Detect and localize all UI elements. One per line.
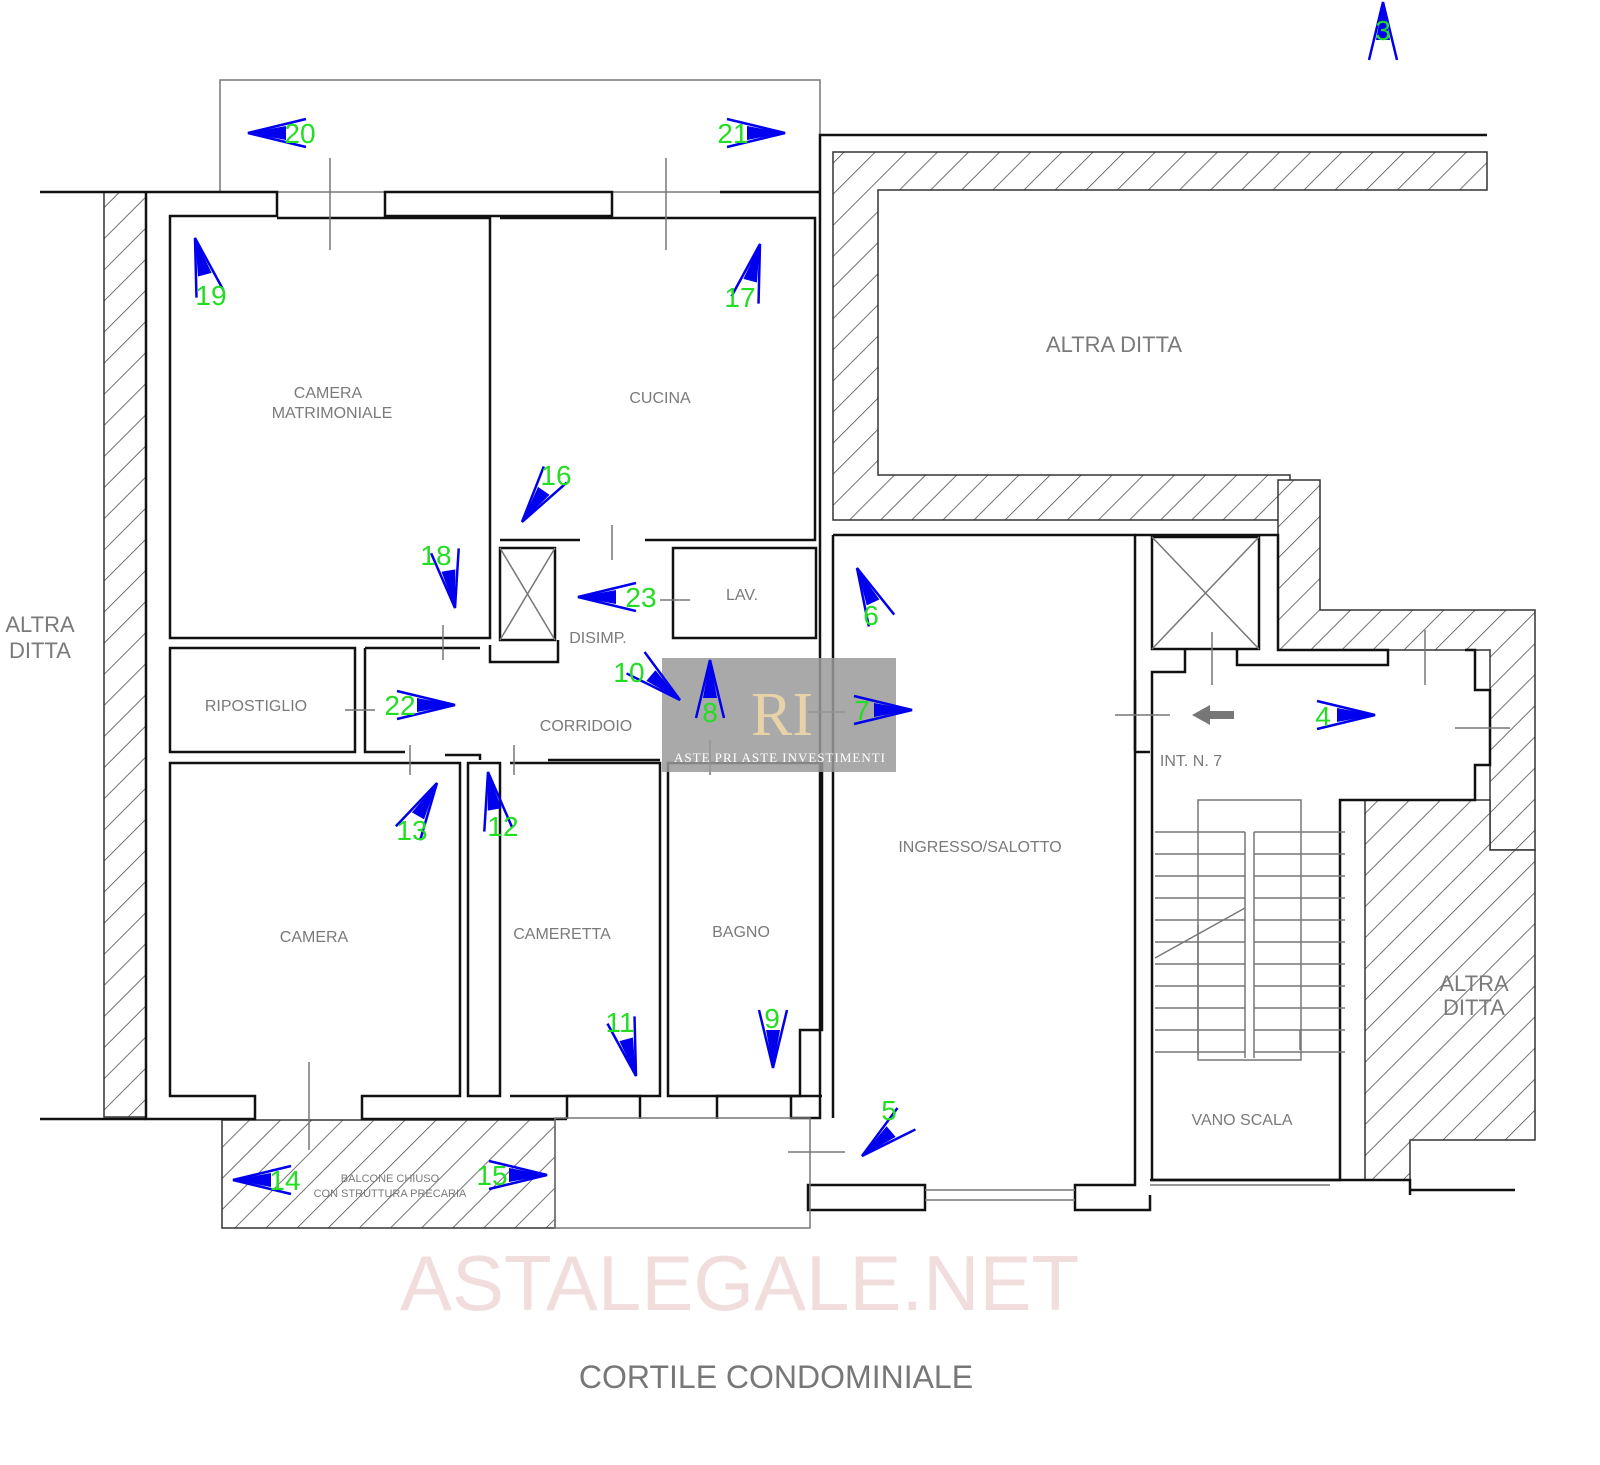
room-labels: CAMERA MATRIMONIALE CUCINA ALTRA DITTA A… — [5, 332, 1509, 1395]
camera-direction-icon — [857, 568, 880, 606]
photo-markers: 3 20 21 19 17 16 18 23 6 10 8 7 22 4 13 12 11 9 5 14 15 — [193, 1, 1399, 1196]
label-balcone-2: CON STRUTTURA PRECARIA — [314, 1188, 467, 1200]
camera-direction-icon — [195, 238, 212, 277]
photo-marker-number: 13 — [396, 815, 427, 846]
room-label-bagno: BAGNO — [712, 924, 770, 941]
photo-marker-number: 11 — [605, 1007, 634, 1038]
camera-direction-icon — [509, 1168, 547, 1182]
staircase — [1154, 705, 1345, 1061]
photo-marker-5: 5 — [860, 1095, 916, 1158]
photo-marker-number: 12 — [487, 811, 518, 842]
camera-direction-icon — [646, 670, 680, 700]
photo-marker-number: 5 — [881, 1095, 897, 1126]
label-altra-ditta-right: ALTRA — [1439, 971, 1509, 996]
label-altra-ditta-left: ALTRA — [5, 612, 75, 637]
camera-direction-icon — [487, 772, 502, 811]
photo-marker-19: 19 — [193, 237, 227, 311]
neighbor-walls — [103, 151, 1536, 1229]
camera-direction-icon — [248, 126, 286, 140]
photo-marker-20: 20 — [247, 117, 316, 149]
room-label-cucina: CUCINA — [629, 390, 691, 407]
camera-direction-icon — [619, 1037, 636, 1076]
label-balcone: BALCONE CHIUSO — [341, 1173, 440, 1185]
room-label-camera-matrimoniale-2: MATRIMONIALE — [272, 405, 393, 422]
arrow-icon — [1192, 705, 1234, 725]
photo-marker-15: 15 — [476, 1159, 548, 1191]
photo-marker-6: 6 — [855, 567, 896, 631]
watermark-text: ASTALEGALE.NET — [400, 1239, 1079, 1327]
room-label-disimp: DISIMP. — [569, 630, 627, 647]
photo-marker-number: 3 — [1375, 15, 1391, 46]
camera-direction-icon — [1376, 2, 1390, 40]
room-label-vano-scala: VANO SCALA — [1191, 1112, 1292, 1129]
camera-direction-icon — [862, 1126, 896, 1156]
logo-text: ASTE PRI ASTE INVESTIMENTI — [674, 750, 886, 765]
camera-direction-icon — [522, 486, 550, 522]
photo-marker-8: 8 — [694, 659, 726, 728]
photo-marker-number: 20 — [284, 118, 315, 149]
label-altra-ditta-right-2: DITTA — [1443, 995, 1505, 1020]
photo-marker-number: 10 — [613, 657, 644, 688]
label-altra-ditta-left-2: DITTA — [9, 638, 71, 663]
photo-marker-16: 16 — [520, 460, 572, 523]
photo-marker-23: 23 — [577, 581, 657, 613]
room-label-ripostiglio: RIPOSTIGLIO — [205, 698, 307, 715]
photo-marker-number: 14 — [269, 1165, 300, 1196]
label-cortile-condominiale: CORTILE CONDOMINIALE — [579, 1359, 973, 1395]
camera-direction-icon — [411, 783, 437, 820]
photo-marker-number: 19 — [195, 280, 226, 311]
photo-marker-22: 22 — [384, 689, 456, 721]
photo-marker-number: 18 — [420, 540, 451, 571]
photo-marker-number: 7 — [854, 695, 870, 726]
photo-marker-number: 6 — [863, 600, 879, 631]
camera-direction-icon — [743, 244, 760, 283]
room-label-cameretta: CAMERETTA — [513, 926, 611, 943]
camera-direction-icon — [766, 1030, 780, 1068]
photo-marker-number: 15 — [476, 1160, 507, 1191]
camera-direction-icon — [417, 698, 455, 712]
photo-marker-14: 14 — [232, 1164, 301, 1196]
photo-marker-number: 21 — [717, 118, 748, 149]
label-int-7: INT. N. 7 — [1160, 753, 1222, 770]
photo-marker-13: 13 — [394, 782, 439, 846]
camera-direction-icon — [578, 590, 616, 604]
camera-direction-icon — [874, 703, 912, 717]
photo-marker-18: 18 — [420, 540, 460, 609]
photo-marker-number: 17 — [724, 282, 755, 313]
photo-marker-3: 3 — [1367, 1, 1399, 61]
photo-marker-number: 8 — [702, 697, 718, 728]
photo-marker-number: 4 — [1315, 701, 1331, 732]
room-label-lav: LAV. — [726, 587, 758, 604]
camera-direction-icon — [1337, 708, 1375, 722]
camera-direction-icon — [441, 569, 456, 608]
photo-marker-number: 23 — [625, 582, 656, 613]
camera-direction-icon — [703, 660, 717, 698]
room-label-corridoio: CORRIDOIO — [540, 718, 632, 735]
logo-watermark: RI ASTE PRI ASTE INVESTIMENTI — [662, 658, 896, 772]
photo-marker-21: 21 — [717, 117, 786, 149]
room-label-camera: CAMERA — [280, 929, 349, 946]
photo-marker-9: 9 — [757, 1003, 789, 1069]
logo-mark: RI — [751, 681, 813, 749]
camera-direction-icon — [233, 1173, 271, 1187]
room-label-camera-matrimoniale: CAMERA — [294, 385, 363, 402]
photo-marker-number: 16 — [540, 460, 571, 491]
room-label-ingresso: INGRESSO/SALOTTO — [898, 839, 1061, 856]
label-altra-ditta-top: ALTRA DITTA — [1046, 332, 1182, 357]
photo-marker-17: 17 — [724, 243, 762, 313]
walls — [40, 79, 1515, 1229]
photo-marker-number: 9 — [764, 1003, 780, 1034]
photo-marker-4: 4 — [1315, 699, 1376, 732]
photo-marker-12: 12 — [483, 771, 519, 842]
photo-marker-7: 7 — [853, 694, 913, 726]
photo-marker-11: 11 — [605, 1007, 638, 1077]
photo-marker-10: 10 — [613, 651, 682, 702]
photo-marker-number: 22 — [384, 690, 415, 721]
camera-direction-icon — [747, 126, 785, 140]
